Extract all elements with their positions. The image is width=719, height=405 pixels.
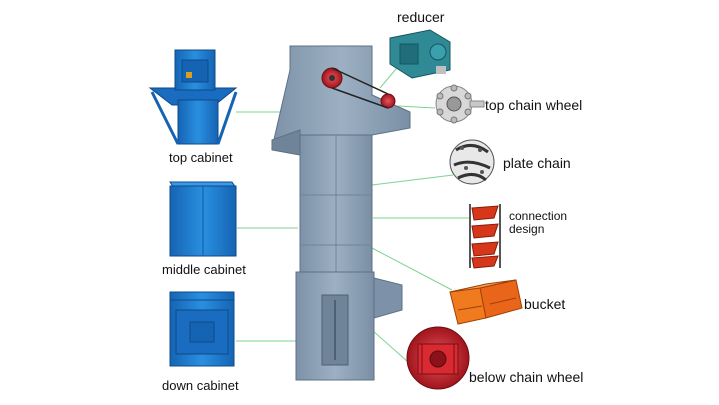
reducer-label: reducer bbox=[397, 9, 445, 25]
bucket-label: bucket bbox=[524, 296, 566, 312]
plate-chain-image bbox=[449, 139, 495, 185]
below-chain-wheel-label: below chain wheel bbox=[469, 369, 584, 385]
connection-design-line2: design bbox=[509, 222, 545, 236]
top-chain-wheel-label: top chain wheel bbox=[485, 97, 583, 113]
top-cabinet-label: top cabinet bbox=[169, 150, 233, 165]
connection-design-image bbox=[469, 204, 501, 269]
middle-cabinet-label: middle cabinet bbox=[162, 262, 246, 277]
reducer-image bbox=[389, 29, 451, 79]
down-cabinet-label: down cabinet bbox=[162, 378, 239, 393]
bucket-image bbox=[449, 279, 523, 325]
plate-chain-label: plate chain bbox=[503, 155, 571, 171]
down-cabinet-image bbox=[169, 291, 235, 367]
connection-design-line1: connection bbox=[509, 209, 568, 223]
below-chain-wheel-image bbox=[406, 326, 470, 390]
connection-design-label: connection design bbox=[509, 210, 567, 236]
middle-cabinet-image bbox=[169, 181, 237, 257]
top-cabinet-image bbox=[148, 49, 238, 145]
top-chain-wheel-image bbox=[435, 84, 485, 124]
elevator-body bbox=[271, 45, 411, 381]
